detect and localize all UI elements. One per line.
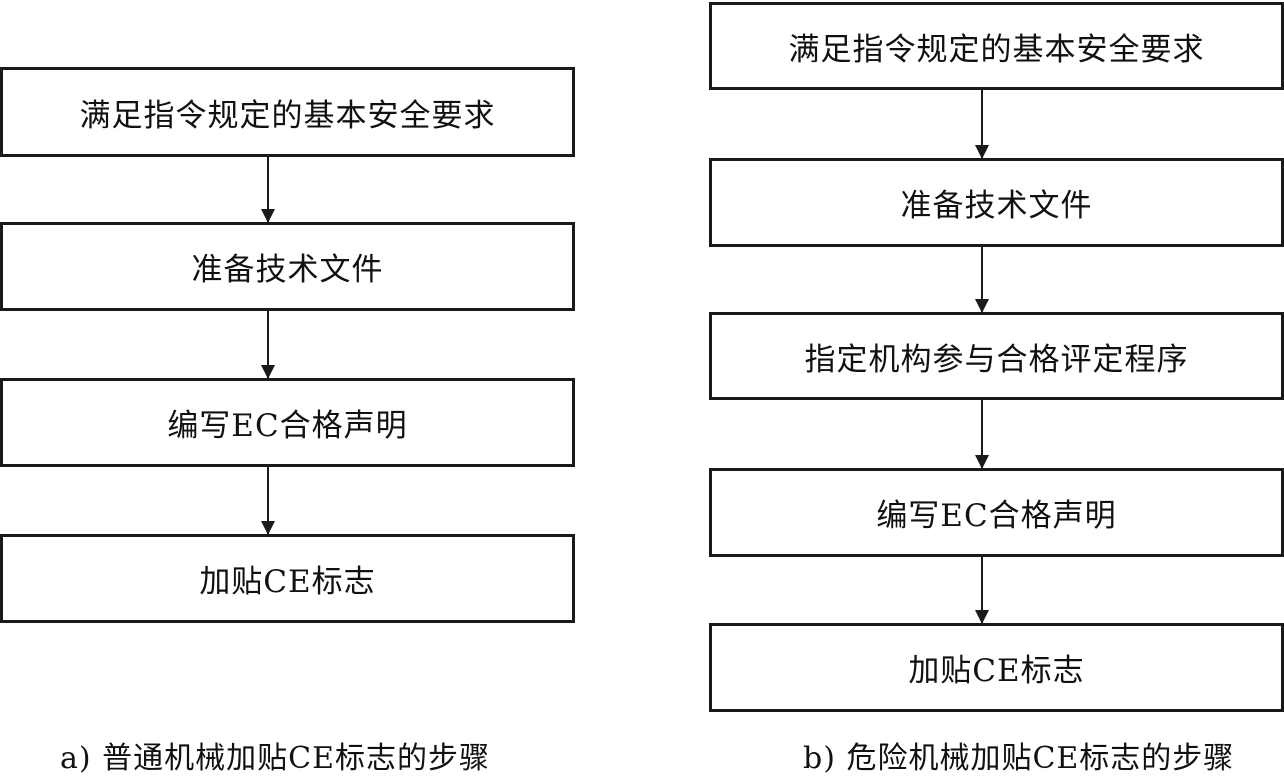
flow-a-step-1-label: 满足指令规定的基本安全要求 [79,97,496,134]
flow-b-arrow-2 [972,247,992,313]
flow-b-arrow-1 [972,90,992,159]
flow-a-arrow-1 [258,157,278,223]
flow-b-step-3-label: 指定机构参与合格评定程序 [804,341,1189,378]
flow-b-arrow-4 [972,557,992,624]
flow-b-caption: b) 危险机械加贴CE标志的步骤 [803,741,1235,776]
flow-a-step-3: 编写EC合格声明 [0,378,575,467]
flow-a-step-4: 加贴CE标志 [0,534,575,623]
flow-a-step-2-label: 准备技术文件 [191,252,384,288]
flow-a-caption: a) 普通机械加贴CE标志的步骤 [60,741,490,776]
flow-a-arrow-3 [258,467,278,535]
flow-b-step-3: 指定机构参与合格评定程序 [709,312,1284,400]
flow-b-step-2: 准备技术文件 [709,158,1284,247]
flow-b-step-1-label: 满足指令规定的基本安全要求 [788,31,1205,68]
flow-a-step-4-label: 加贴CE标志 [199,564,376,600]
flow-b-step-5: 加贴CE标志 [709,623,1284,712]
flow-b-arrow-3 [972,400,992,469]
flow-a-arrow-2 [258,311,278,379]
flow-a-step-3-label: 编写EC合格声明 [167,408,408,444]
flow-a-step-1: 满足指令规定的基本安全要求 [0,67,575,157]
flow-b-step-4-label: 编写EC合格声明 [876,498,1117,534]
flow-b-step-2-label: 准备技术文件 [900,188,1093,224]
flow-a-step-2: 准备技术文件 [0,222,575,311]
flow-b-step-1: 满足指令规定的基本安全要求 [709,2,1284,90]
flow-b-step-4: 编写EC合格声明 [709,468,1284,557]
flow-b-step-5-label: 加贴CE标志 [908,653,1085,689]
